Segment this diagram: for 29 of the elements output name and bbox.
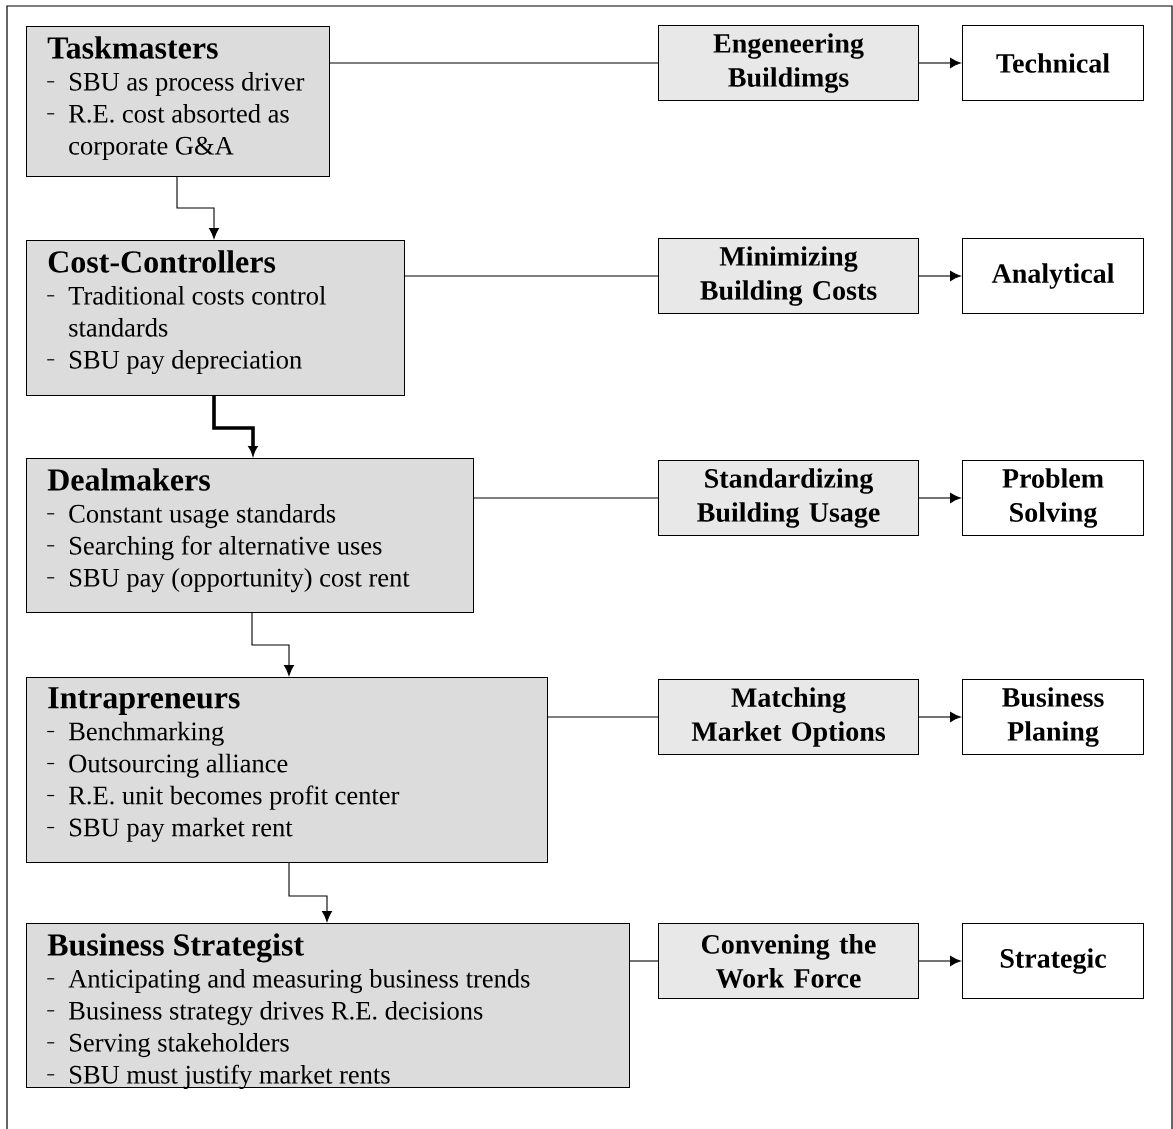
arrow [918,271,961,281]
arrow [251,612,294,676]
stage-box: Intrapreneurs Benchmarking Outsourcing alliance R.E. unit becomes profit center SBU pay market rent [26,677,548,863]
strategy-box: Standardizing Building Usage [658,460,919,536]
connector-line [629,960,659,962]
stage-box: Dealmakers Constant usage standards Searching for alternative uses SBU pay (opportunity) cost rent [26,458,474,613]
connector-line [547,716,659,718]
arrow [212,396,258,456]
strategy-box: Minimizing Building Costs [658,238,919,314]
strategy-box: Convening the Work Force [658,923,919,999]
arrow [918,956,961,966]
stage-box: Business Strategist Anticipating and measuring business trends Business strategy drives R.E. decisions Serving stakeholders SBU must justify market rents [26,923,630,1090]
arrow [918,493,961,503]
connector-line [329,62,659,64]
connector-line [404,275,659,277]
skill-box: Problem Solving [962,460,1144,536]
strategy-box: Matching Market Options [658,679,919,755]
stage-box: Taskmasters SBU as process driver R.E. cost absorted as corporate G&A [26,26,330,177]
arrow [918,712,961,722]
skill-box: Business Planing [962,679,1144,755]
stage-box: Cost-Controllers Traditional costs control standards SBU pay depreciation [26,240,405,396]
arrow [918,58,961,68]
arrow [288,862,332,922]
arrow [176,176,219,239]
skill-box: Analytical [962,238,1144,314]
strategy-box: Engeneering Buildimgs [658,25,919,101]
connector-line [473,497,659,499]
skill-box: Technical [962,25,1144,101]
skill-box: Strategic [962,923,1144,999]
